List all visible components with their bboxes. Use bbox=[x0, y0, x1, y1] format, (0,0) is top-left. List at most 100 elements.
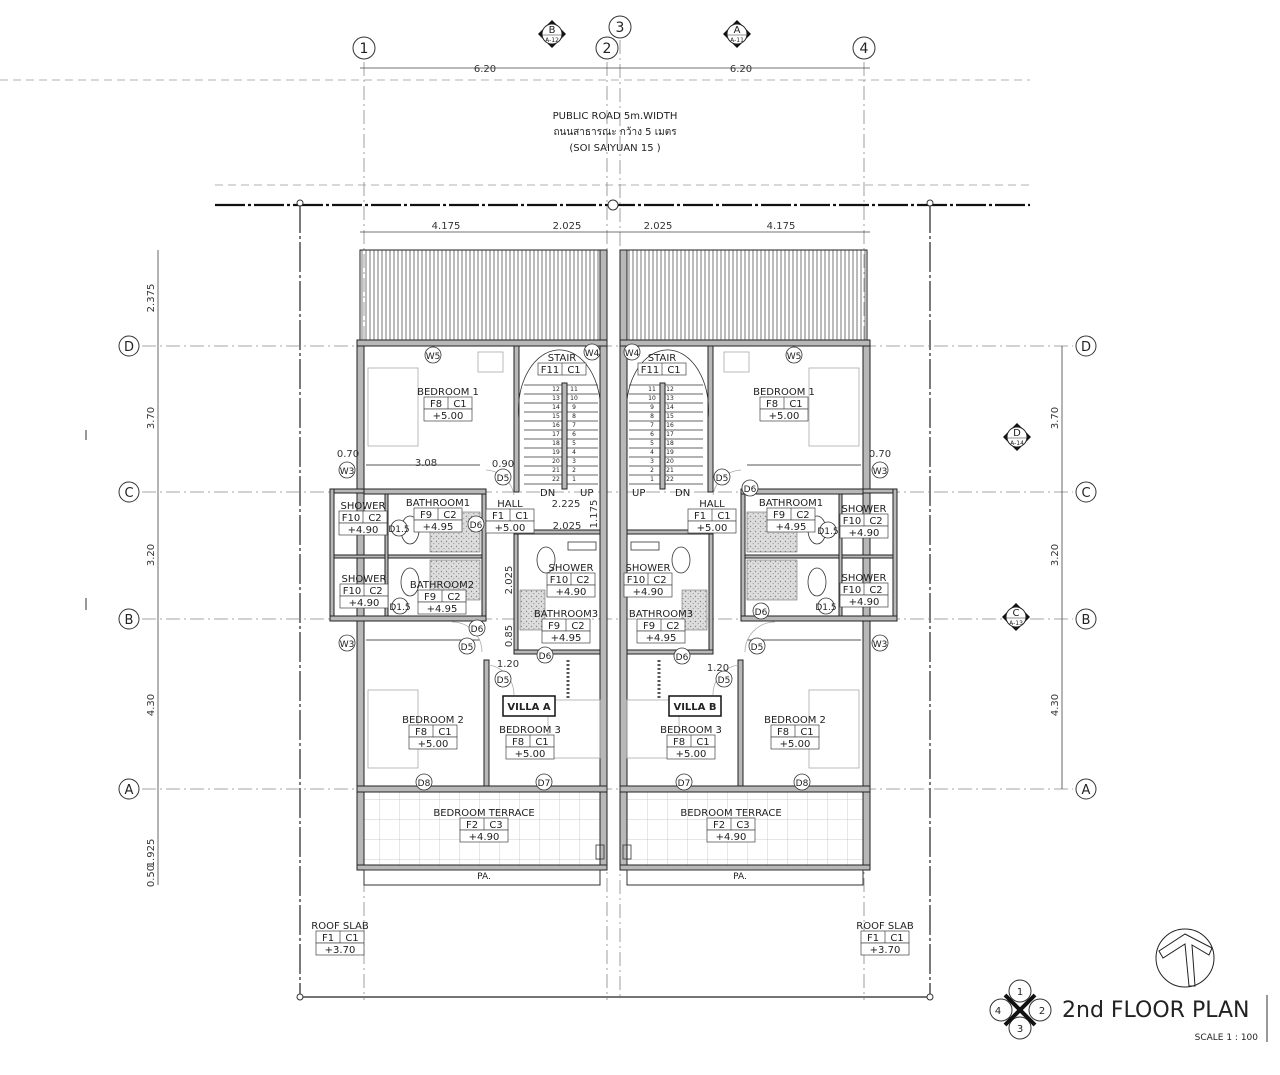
dimension: 6.20 bbox=[730, 64, 752, 75]
stair-step-number: 20 bbox=[666, 458, 674, 465]
pa-label-b: PA. bbox=[733, 872, 747, 882]
stair-down-label-a: DN bbox=[540, 488, 555, 499]
stair-step-number: 14 bbox=[666, 404, 674, 411]
floor-finish-code: F9 bbox=[773, 510, 785, 521]
dimension: 4.30 bbox=[146, 694, 157, 716]
stair-step-number: 4 bbox=[650, 449, 654, 456]
opening-tag: D5 bbox=[748, 637, 766, 655]
opening-tag: D5 bbox=[494, 468, 512, 486]
stair-step-number: 9 bbox=[572, 404, 576, 411]
dimension: 2.025 bbox=[504, 566, 515, 595]
ceiling-finish-code: C2 bbox=[653, 575, 666, 586]
pa-label-a: PA. bbox=[477, 872, 491, 882]
north-arrow-icon bbox=[1155, 928, 1215, 988]
room-name: ROOF SLAB bbox=[311, 921, 369, 932]
opening-tag: D6 bbox=[741, 479, 759, 497]
floor-finish-code: F10 bbox=[843, 585, 861, 596]
floor-finish-code: F8 bbox=[415, 727, 427, 738]
stair-step-number: 10 bbox=[648, 395, 656, 402]
room-name: BEDROOM 1 bbox=[753, 387, 815, 398]
section-marker-B[interactable]: BA-12 bbox=[538, 20, 566, 48]
dimension: 3.70 bbox=[1050, 407, 1061, 429]
floor-finish-code: F10 bbox=[550, 575, 568, 586]
grid-bubbles: 1 2 3 4 D C B A D C B A bbox=[118, 15, 1097, 800]
stair-step-number: 5 bbox=[572, 440, 576, 447]
stair-step-number: 14 bbox=[552, 404, 560, 411]
floor-level: +4.90 bbox=[849, 597, 880, 608]
grid-label: B bbox=[125, 613, 134, 628]
ceiling-finish-code: C2 bbox=[666, 621, 679, 632]
floor-finish-code: F1 bbox=[492, 511, 504, 522]
ceiling-finish-code: C2 bbox=[443, 510, 456, 521]
grid-bubble-D-left: D bbox=[118, 335, 140, 357]
opening-tag: W4 bbox=[623, 343, 641, 361]
opening-label: W3 bbox=[873, 467, 888, 477]
opening-tag: D8 bbox=[415, 773, 433, 791]
floor-level: +3.70 bbox=[870, 945, 901, 956]
villa-b-label: VILLA B bbox=[668, 695, 722, 717]
stair-step-number: 22 bbox=[552, 476, 560, 483]
section-id: C bbox=[1013, 608, 1020, 619]
stair-step-number: 9 bbox=[650, 404, 654, 411]
floor-finish-code: F8 bbox=[673, 737, 685, 748]
dimension: 3.20 bbox=[1050, 544, 1061, 566]
floor-finish-code: F10 bbox=[843, 516, 861, 527]
dimension: 1.20 bbox=[707, 663, 729, 674]
room-name: BEDROOM TERRACE bbox=[680, 808, 781, 819]
grid-bubble-3: 3 bbox=[608, 15, 632, 39]
dimension: 4.175 bbox=[432, 221, 461, 232]
room-name: STAIR bbox=[648, 353, 676, 364]
opening-label: D5 bbox=[751, 643, 764, 653]
section-id: A bbox=[734, 25, 741, 36]
opening-tag: D5 bbox=[494, 670, 512, 688]
dimension: 4.175 bbox=[767, 221, 796, 232]
section-marker-C[interactable]: CA-13 bbox=[1002, 603, 1030, 631]
stair-step-number: 12 bbox=[666, 386, 674, 393]
opening-label: D6 bbox=[539, 652, 552, 662]
road-label: PUBLIC ROAD 5m.WIDTH bbox=[553, 111, 678, 122]
stair-step-number: 2 bbox=[650, 467, 654, 474]
key-number: 2 bbox=[1039, 1006, 1045, 1017]
grid-label: 3 bbox=[616, 20, 625, 36]
opening-tag: D1.5 bbox=[388, 519, 410, 537]
grid-bubble-B-right: B bbox=[1075, 608, 1097, 630]
opening-label: D5 bbox=[497, 474, 510, 484]
section-marker-A[interactable]: AA-11 bbox=[723, 20, 751, 48]
section-sheet: A-12 bbox=[545, 37, 559, 44]
stair-step-number: 15 bbox=[552, 413, 560, 420]
dimension: 2.375 bbox=[146, 284, 157, 313]
dimension: 1.20 bbox=[497, 659, 519, 670]
opening-label: W5 bbox=[787, 352, 802, 362]
opening-label: D6 bbox=[676, 653, 689, 663]
room-name: STAIR bbox=[548, 353, 576, 364]
room-name: BEDROOM 2 bbox=[402, 715, 464, 726]
stair-step-number: 18 bbox=[666, 440, 674, 447]
opening-label: W4 bbox=[585, 349, 600, 359]
stair-step-number: 21 bbox=[666, 467, 674, 474]
floor-finish-code: F1 bbox=[322, 933, 334, 944]
floor-level: +5.00 bbox=[515, 749, 546, 760]
dimension: 2.225 bbox=[552, 499, 581, 510]
stair-down-label-b: DN bbox=[675, 488, 690, 499]
floor-finish-code: F8 bbox=[512, 737, 524, 748]
ceiling-finish-code: C1 bbox=[717, 511, 730, 522]
stair-step-number: 3 bbox=[650, 458, 654, 465]
stair-step-number: 19 bbox=[666, 449, 674, 456]
grid-label: 1 bbox=[360, 41, 369, 57]
section-marker-D[interactable]: DA-14 bbox=[1003, 423, 1031, 451]
opening-label: D7 bbox=[678, 779, 691, 789]
floor-finish-code: F8 bbox=[430, 399, 442, 410]
ceiling-finish-code: C1 bbox=[438, 727, 451, 738]
floor-finish-code: F10 bbox=[342, 513, 360, 524]
dimension: 0.90 bbox=[492, 459, 514, 470]
